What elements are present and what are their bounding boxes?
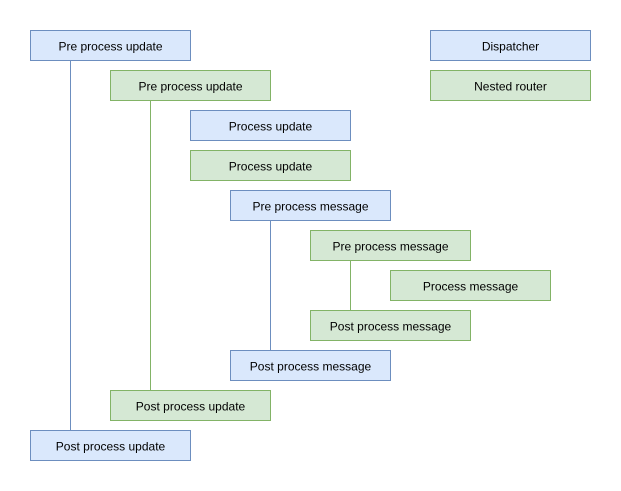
svg-text:Post process message: Post process message [250, 359, 372, 373]
svg-text:Post process update: Post process update [136, 399, 246, 413]
svg-text:Post process message: Post process message [330, 319, 452, 333]
svg-text:Post process update: Post process update [56, 439, 166, 453]
svg-text:Pre process message: Pre process message [252, 199, 368, 213]
svg-text:Process update: Process update [229, 119, 313, 133]
svg-text:Process message: Process message [423, 279, 519, 293]
svg-text:Pre process update: Pre process update [58, 39, 162, 53]
svg-text:Nested router: Nested router [474, 79, 547, 93]
svg-text:Pre process message: Pre process message [332, 239, 448, 253]
svg-text:Dispatcher: Dispatcher [482, 39, 539, 53]
svg-text:Process update: Process update [229, 159, 313, 173]
svg-text:Pre process update: Pre process update [138, 79, 242, 93]
